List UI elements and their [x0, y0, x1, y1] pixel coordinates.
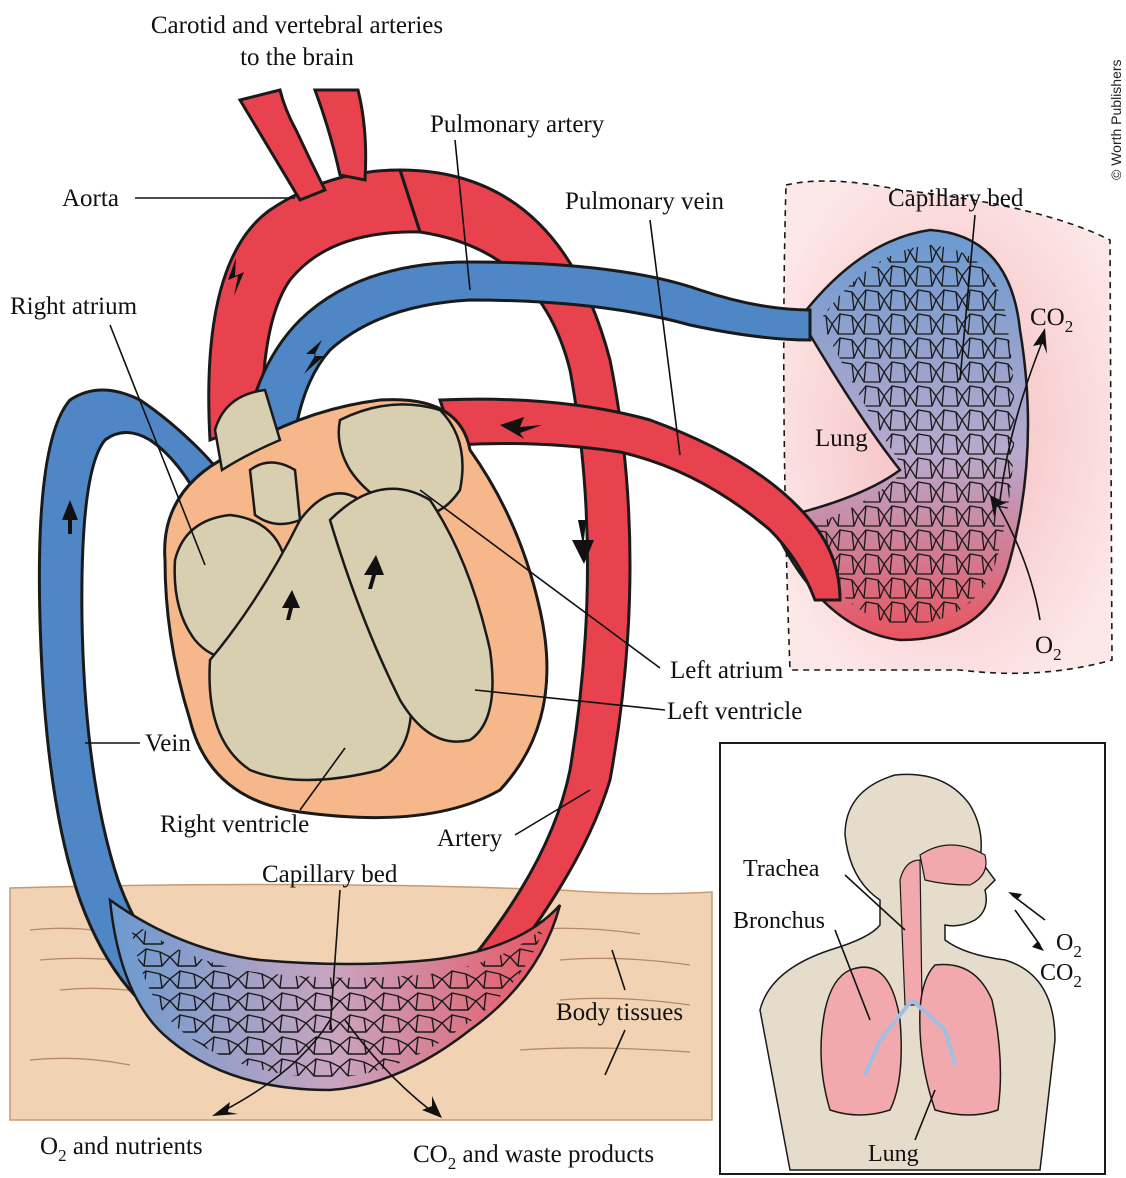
- carotid-label-line1: Carotid and vertebral arteries: [151, 12, 443, 39]
- left-ventricle-label: Left ventricle: [667, 698, 802, 725]
- carotid-artery-left: [240, 90, 325, 200]
- vein-label: Vein: [145, 730, 191, 757]
- aorta-label: Aorta: [62, 185, 119, 212]
- pulmonary-artery-label: Pulmonary artery: [430, 111, 605, 138]
- capillary-bed-body-label: Capillary bed: [262, 861, 398, 888]
- copyright-credit: © Worth Publishers: [1108, 59, 1124, 180]
- right-ventricle-label: Right ventricle: [160, 811, 309, 838]
- body-tissues-label: Body tissues: [556, 999, 683, 1026]
- inset-trachea-label: Trachea: [743, 856, 820, 882]
- valve-stub: [250, 463, 300, 525]
- pulmonary-vein-label: Pulmonary vein: [565, 188, 725, 215]
- carotid-label-line2: to the brain: [240, 44, 354, 71]
- o2-nutrients-label: O2 and nutrients: [40, 1133, 203, 1165]
- inset-lung-left: [821, 967, 901, 1115]
- inset-nasal-cavity: [920, 845, 986, 885]
- left-atrium-label: Left atrium: [670, 657, 784, 684]
- inset-bronchus-label: Bronchus: [733, 908, 825, 934]
- carotid-artery-right: [315, 90, 366, 180]
- co2-waste-label: CO2 and waste products: [413, 1141, 654, 1173]
- lung-main-label: Lung: [815, 425, 868, 452]
- inset-lung-label: Lung: [868, 1141, 919, 1167]
- capillary-bed-lung-label: Capillary bed: [888, 185, 1024, 212]
- right-atrium-label: Right atrium: [10, 293, 138, 320]
- respiratory-inset: Trachea Bronchus O2 CO2 Lung: [720, 743, 1105, 1174]
- artery-label: Artery: [437, 825, 503, 852]
